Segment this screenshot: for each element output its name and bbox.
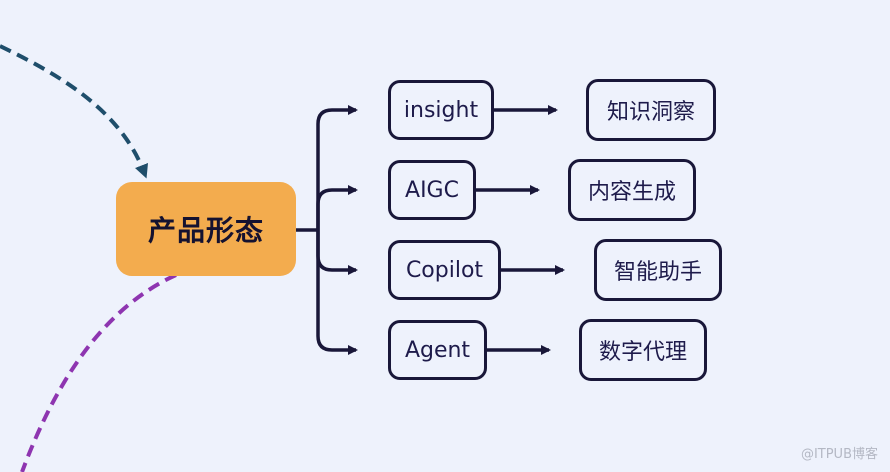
meaning-node-insight: 知识洞察 [586, 79, 716, 141]
meaning-label: 数字代理 [598, 340, 687, 365]
branch-connector-agent [316, 230, 358, 355]
incoming-dashed-arrow [0, 44, 148, 179]
term-label: Agent [404, 337, 471, 363]
root-label: 产品形态 [147, 214, 264, 247]
watermark: @ITPUB博客 [800, 447, 878, 462]
term-node-aigc: AIGC [388, 160, 476, 220]
branch-connector-copilot [316, 230, 358, 275]
term-label: AIGC [405, 177, 459, 203]
branch-connector-aigc [316, 185, 358, 230]
term-label: Copilot [405, 257, 484, 283]
term-node-copilot: Copilot [388, 240, 501, 300]
meaning-label: 内容生成 [587, 180, 676, 205]
term-node-insight: insight [388, 80, 494, 140]
meaning-label: 知识洞察 [606, 100, 695, 125]
meaning-node-aigc: 内容生成 [568, 159, 696, 221]
root-node: 产品形态 [116, 182, 296, 276]
meaning-label: 智能助手 [613, 260, 702, 285]
term-label: insight [403, 97, 479, 123]
branch-connector-insight [316, 105, 358, 230]
term-node-agent: Agent [388, 320, 487, 380]
meaning-node-agent: 数字代理 [579, 319, 707, 381]
outgoing-dashed-line [20, 273, 177, 472]
meaning-node-copilot: 智能助手 [594, 239, 722, 301]
